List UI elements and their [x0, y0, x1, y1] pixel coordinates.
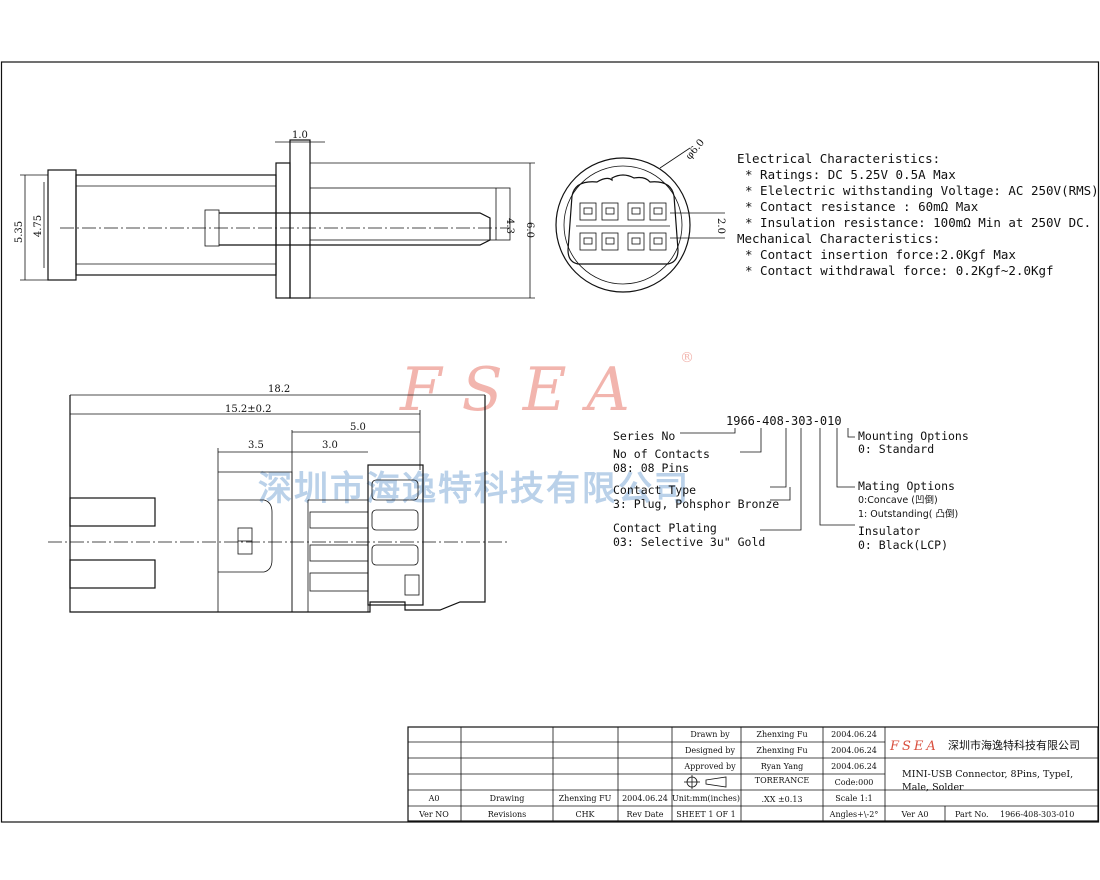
rev-head-date: Rev Date — [627, 810, 664, 819]
series-title: Series No — [613, 429, 675, 443]
insulator-value: 0: Black(LCP) — [858, 538, 948, 552]
watermark-brand: FSEA — [399, 355, 650, 425]
rev-date: 2004.06.24 — [622, 794, 668, 803]
dim-diameter: φ6.0 — [684, 137, 707, 162]
mounting-title: Mounting Options — [858, 429, 969, 443]
designed-name: Zhenxing Fu — [756, 746, 807, 755]
plating-title: Contact Plating — [613, 521, 717, 535]
front-view: φ6.0 2.0 — [555, 137, 726, 293]
rev-head-desc: Revisions — [488, 810, 527, 819]
dim-pitch: 2.0 — [715, 218, 726, 234]
dim-inner: 4.75 — [33, 215, 44, 237]
mounting-value: 0: Standard — [858, 442, 934, 456]
approved-date: 2004.06.24 — [831, 762, 877, 771]
title-block: A0 Drawing Zhenxing FU 2004.06.24 Ver NO… — [407, 726, 1099, 822]
product-line-2: Male, Solder — [902, 782, 964, 793]
dim-top: 1.0 — [292, 130, 308, 141]
drawn-name: Zhenxing Fu — [756, 730, 807, 739]
designed-label: Designed by — [685, 746, 736, 755]
pin-cells — [576, 202, 670, 251]
contact-type-title: Contact Type — [613, 483, 696, 497]
electrical-line-3: * Contact resistance : 60mΩ Max — [745, 199, 979, 214]
drawn-date: 2004.06.24 — [831, 730, 877, 739]
watermark-registered: ® — [680, 350, 694, 366]
mechanical-line-1: * Contact insertion force:2.0Kgf Max — [745, 247, 1016, 262]
units: Unit:mm(inches) — [672, 794, 740, 803]
rev-chk: Zhenxing FU — [559, 794, 612, 803]
scale: Scale 1:1 — [835, 794, 872, 803]
dim-a: 3.5 — [248, 440, 264, 451]
electrical-line-1: * Ratings: DC 5.25V 0.5A Max — [745, 167, 956, 182]
insulator-title: Insulator — [858, 524, 920, 538]
mating-title: Mating Options — [858, 479, 955, 493]
watermark-company: 深圳市海逸特科技有限公司 — [258, 469, 690, 509]
electrical-line-2: * Elelectric withstanding Voltage: AC 25… — [745, 183, 1099, 198]
contacts-title: No of Contacts — [613, 447, 710, 461]
drawn-label: Drawn by — [690, 730, 730, 739]
dim-pin: 4.3 — [504, 218, 515, 234]
rev-head-chk: CHK — [575, 810, 595, 819]
dim-outer: 5.35 — [14, 221, 25, 243]
dim-b: 3.0 — [322, 440, 338, 451]
part-code-legend: 1966-408-303-010 Series No No of Contact… — [613, 414, 969, 552]
dim-total: 18.2 — [268, 384, 290, 395]
rev-head-ver: Ver NO — [418, 810, 449, 819]
mechanical-line-2: * Contact withdrawal force: 0.2Kgf~2.0Kg… — [745, 263, 1054, 278]
plating-value: 03: Selective 3u" Gold — [613, 535, 765, 549]
side-view: 1.0 5.35 4.75 4.3 6.0 — [14, 130, 535, 299]
dim-five: 5.0 — [350, 422, 366, 433]
tolerance-value: .XX ±0.13 — [762, 795, 803, 804]
bottom-view: 18.2 15.2±0.2 5.0 3.5 3.0 — [48, 384, 510, 613]
contact-type-value: 3: Plug, Pohsphor Bronze — [613, 497, 779, 511]
rev-ver: A0 — [428, 794, 440, 803]
mating-value-2: 1: Outstanding( 凸倒) — [858, 508, 958, 520]
part-label: Part No. — [955, 810, 989, 819]
electrical-title: Electrical Characteristics: — [737, 151, 940, 166]
sheet: SHEET 1 OF 1 — [676, 810, 735, 819]
electrical-line-4: * Insulation resistance: 100mΩ Min at 25… — [745, 215, 1091, 230]
title-logo: FSEA — [889, 739, 939, 754]
product-line-1: MINI-USB Connector, 8Pins, TypeI, — [902, 769, 1073, 780]
dim-body: 15.2±0.2 — [225, 404, 272, 415]
part-number: 1966-408-303-010 — [1000, 810, 1074, 819]
code: Code:000 — [835, 778, 874, 787]
specs-block: Electrical Characteristics: * Ratings: D… — [737, 151, 1099, 278]
rev-desc: Drawing — [490, 794, 525, 803]
tolerance-label: TORERANCE — [755, 776, 810, 785]
dim-right: 6.0 — [524, 222, 535, 238]
mechanical-title: Mechanical Characteristics: — [737, 231, 940, 246]
part-code: 1966-408-303-010 — [726, 414, 842, 428]
sheet-border — [0, 61, 1100, 823]
contacts-value: 08: 08 Pins — [613, 461, 689, 475]
approved-name: Ryan Yang — [761, 762, 804, 771]
projection-icon — [684, 775, 727, 789]
title-company: 深圳市海逸特科技有限公司 — [948, 738, 1080, 752]
approved-label: Approved by — [683, 762, 736, 771]
mating-value-1: 0:Concave (凹倒) — [858, 494, 938, 506]
designed-date: 2004.06.24 — [831, 746, 877, 755]
title-ver: Ver A0 — [900, 810, 928, 819]
angles: Angles+\-2° — [829, 810, 879, 819]
